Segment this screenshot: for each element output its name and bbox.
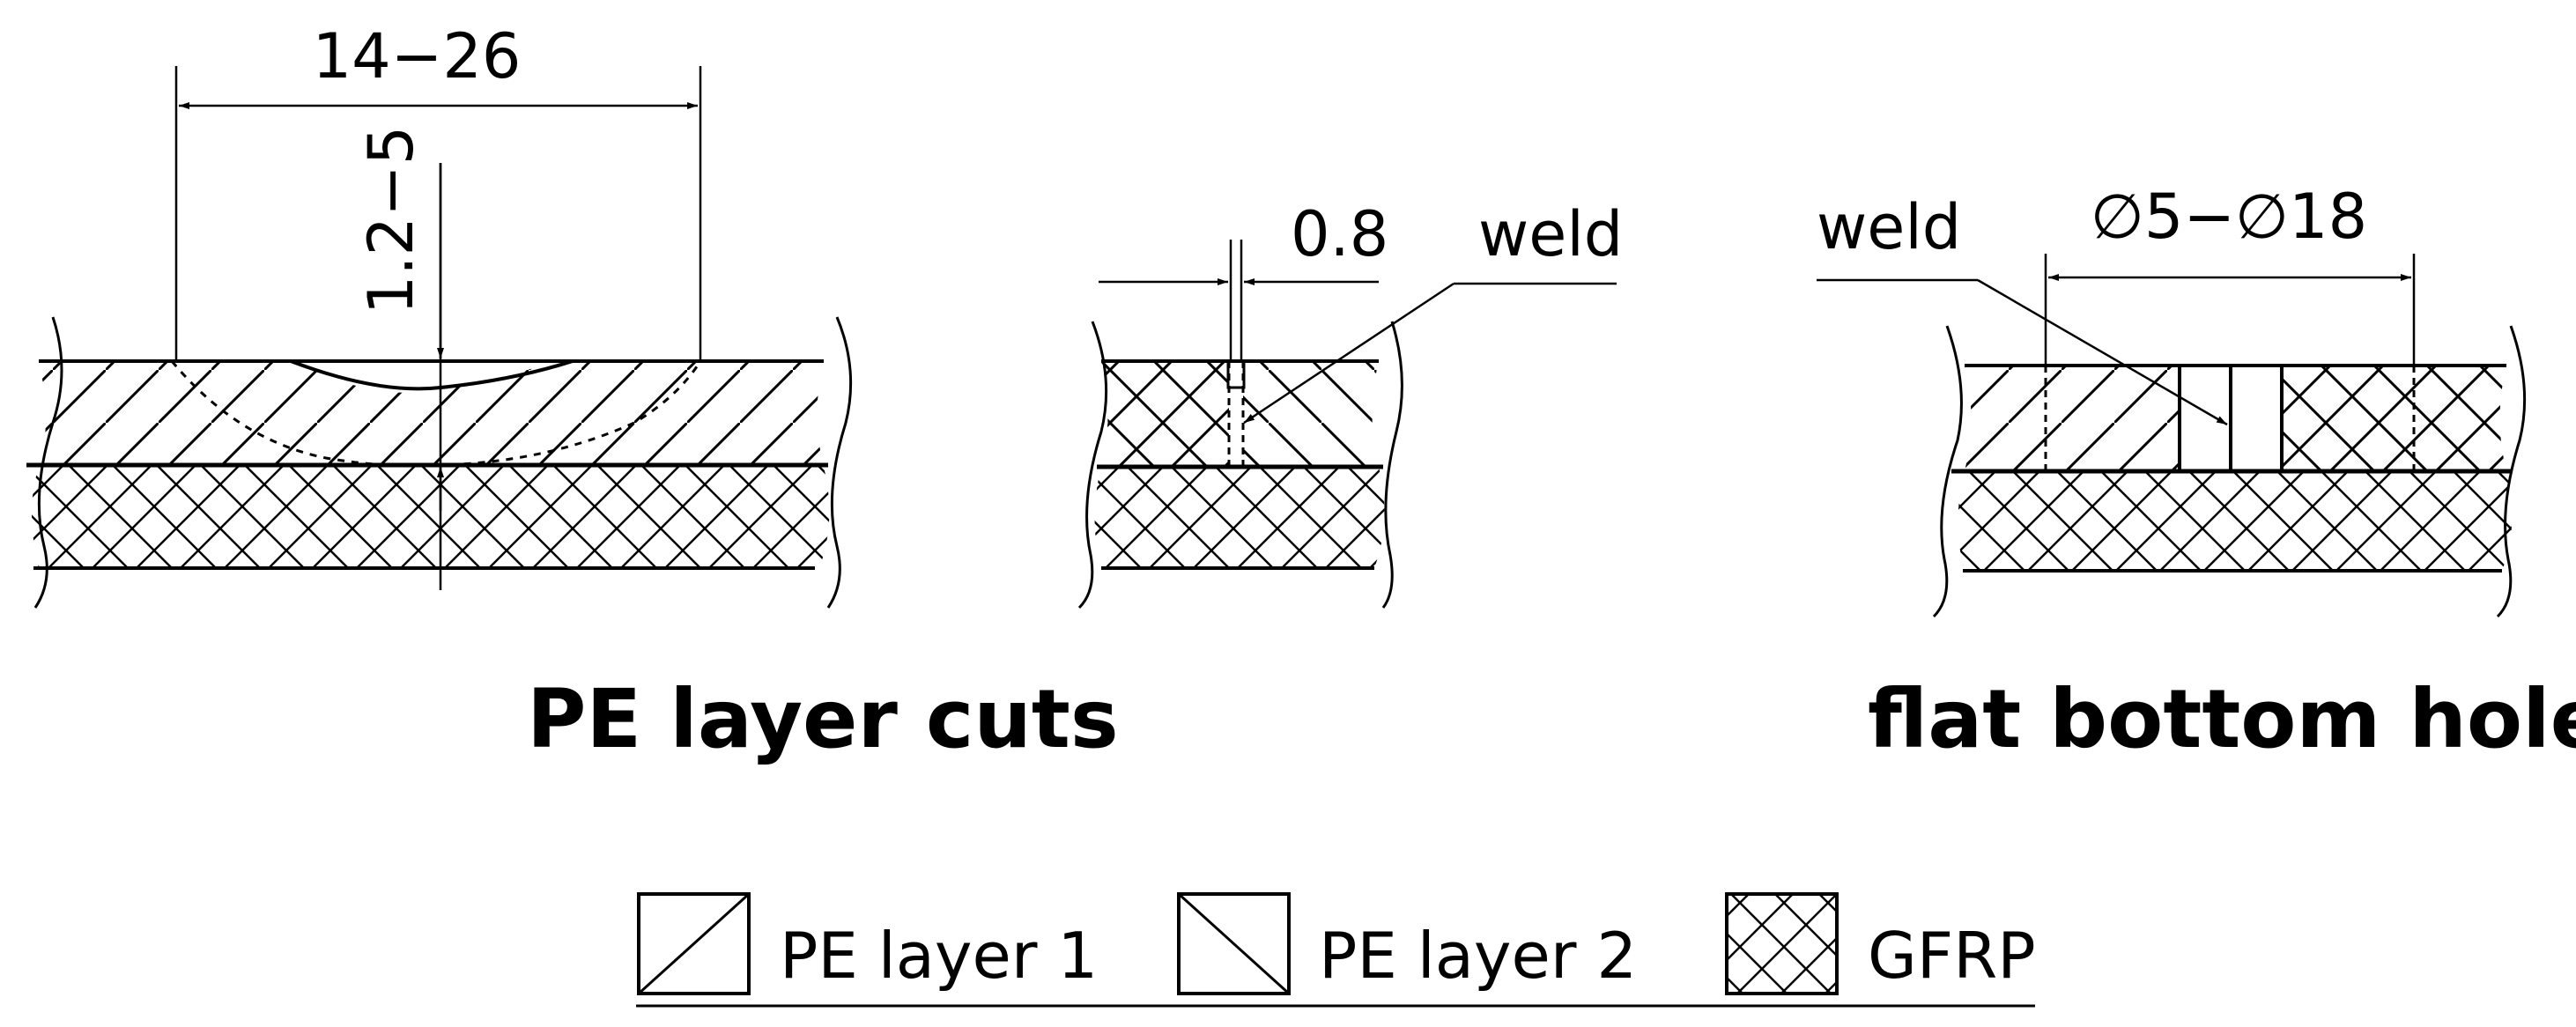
pe-layer-cuts-title: PE layer cuts [527, 672, 1119, 766]
dim-gap-label: 0.8 [1291, 198, 1388, 270]
flat-bottom-holes-panel: ∅5−∅18 weld [1817, 181, 2527, 618]
legend-item-gfrp: GFRP [1725, 892, 2036, 995]
legend-label-pe-layer-1: PE layer 1 [780, 919, 1098, 993]
legend-label-pe-layer-2: PE layer 2 [1319, 919, 1637, 993]
weld-gap-panel: 0.8 weld [1077, 198, 1623, 610]
legend-label-gfrp: GFRP [1868, 919, 2036, 993]
dim-diameter-label: ∅5−∅18 [2091, 181, 2367, 253]
weld-label-right: weld [1817, 191, 1961, 263]
weld-label-middle: weld [1478, 198, 1623, 270]
dim-width-label: 14−26 [313, 20, 522, 92]
dim-depth-label: 1.2−5 [355, 126, 427, 315]
legend: PE layer 1 PE layer 2 GFRP [636, 892, 2036, 1008]
legend-item-pe-layer-1: PE layer 1 [637, 892, 1098, 995]
pe-layer-cuts-panel: 14−26 1.2−5 [26, 20, 853, 609]
flat-bottom-holes-title: flat bottom holes [1868, 672, 2576, 766]
legend-swatch-gfrp [1725, 892, 1839, 995]
legend-item-pe-layer-2: PE layer 2 [1177, 892, 1637, 995]
